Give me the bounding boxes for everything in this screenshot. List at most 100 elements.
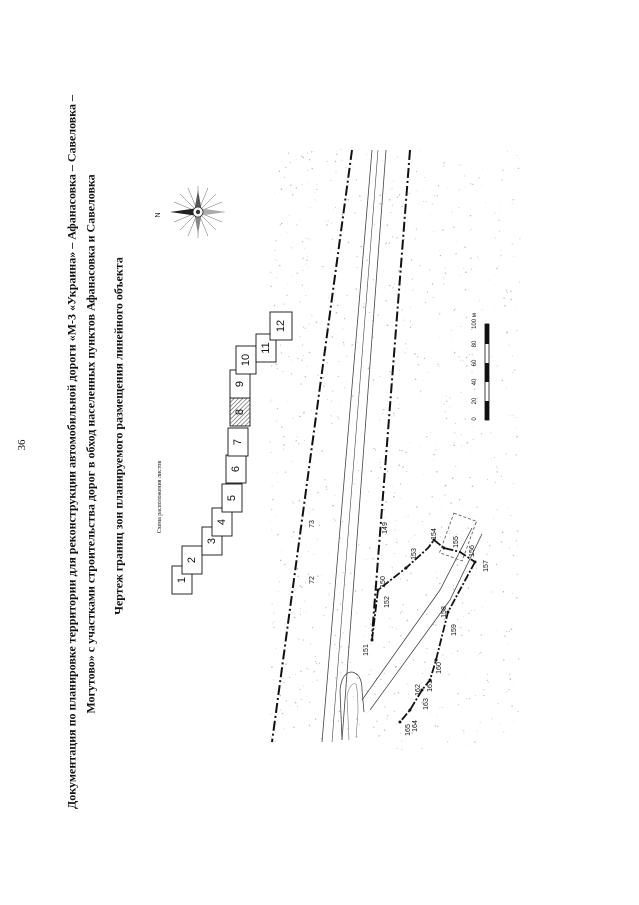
terrain-speck xyxy=(327,593,329,595)
terrain-speck xyxy=(396,397,399,399)
terrain-speck xyxy=(398,464,400,466)
terrain-speck xyxy=(309,159,311,161)
terrain-speck xyxy=(303,411,305,413)
terrain-speck xyxy=(315,660,317,663)
scale-bar xyxy=(484,323,490,421)
terrain-speck xyxy=(276,354,278,355)
terrain-speck xyxy=(342,632,344,634)
terrain-speck xyxy=(279,694,282,697)
terrain-speck xyxy=(295,187,298,189)
terrain-speck xyxy=(453,351,456,354)
terrain-speck xyxy=(458,356,460,358)
terrain-speck xyxy=(519,158,520,159)
terrain-speck xyxy=(312,681,314,683)
terrain-speck xyxy=(412,324,413,326)
terrain-speck xyxy=(458,189,460,191)
sheet-scheme xyxy=(171,311,293,595)
terrain-speck xyxy=(281,712,284,715)
terrain-speck xyxy=(359,195,361,198)
terrain-speck xyxy=(328,297,330,299)
terrain-speck xyxy=(444,272,447,275)
terrain-speck xyxy=(393,415,395,417)
terrain-speck xyxy=(391,566,393,568)
terrain-speck xyxy=(306,365,308,367)
terrain-speck xyxy=(303,248,305,250)
terrain-speck xyxy=(497,702,499,704)
terrain-speck xyxy=(278,170,281,173)
terrain-speck xyxy=(370,470,373,473)
terrain-speck xyxy=(416,506,418,508)
terrain-speck xyxy=(400,497,402,499)
terrain-speck xyxy=(450,329,452,331)
terrain-speck xyxy=(274,740,276,742)
terrain-speck xyxy=(328,552,330,554)
terrain-speck xyxy=(509,547,511,549)
terrain-speck xyxy=(471,328,473,330)
terrain-speck xyxy=(438,250,440,252)
label-point-153: 153 xyxy=(411,548,418,560)
terrain-speck xyxy=(270,736,272,738)
terrain-speck xyxy=(397,196,399,198)
terrain-speck xyxy=(501,179,503,181)
road-edge-left xyxy=(321,149,373,743)
terrain-speck xyxy=(356,342,358,344)
terrain-speck xyxy=(307,668,309,670)
terrain-speck xyxy=(270,714,272,715)
terrain-speck xyxy=(388,641,391,643)
terrain-speck xyxy=(327,220,329,222)
terrain-speck xyxy=(467,516,469,518)
terrain-speck xyxy=(439,637,441,639)
terrain-speck xyxy=(276,515,278,516)
terrain-speck xyxy=(338,361,340,363)
terrain-speck xyxy=(295,159,297,160)
terrain-speck xyxy=(275,648,277,650)
compass-rose-icon: N xyxy=(155,186,226,238)
terrain-speck xyxy=(318,524,321,527)
terrain-speck xyxy=(517,710,519,712)
label-point-152: 152 xyxy=(384,596,391,608)
terrain-speck xyxy=(308,266,309,268)
terrain-speck xyxy=(392,382,394,384)
terrain-speck xyxy=(437,363,439,366)
label-point-163: 163 xyxy=(423,698,430,710)
terrain-speck xyxy=(465,676,467,678)
terrain-speck xyxy=(333,518,335,520)
terrain-speck xyxy=(280,344,282,346)
terrain-speck xyxy=(505,289,507,291)
terrain-speck xyxy=(276,471,278,473)
terrain-speck xyxy=(512,199,514,201)
terrain-speck xyxy=(353,696,355,698)
terrain-speck xyxy=(460,360,462,362)
terrain-speck xyxy=(356,612,358,614)
terrain-speck xyxy=(302,639,305,641)
terrain-speck xyxy=(323,385,325,387)
terrain-speck xyxy=(302,685,304,687)
terrain-speck xyxy=(495,466,498,468)
terrain-speck xyxy=(426,613,428,615)
terrain-speck xyxy=(368,654,370,655)
terrain-speck xyxy=(427,180,428,181)
terrain-speck xyxy=(502,169,504,171)
terrain-speck xyxy=(444,411,446,413)
terrain-speck xyxy=(482,168,483,170)
terrain-speck xyxy=(465,316,468,319)
terrain-speck xyxy=(396,742,398,744)
terrain-speck xyxy=(482,607,484,609)
sheet-numbers: 1 2 3 4 5 6 7 8 9 10 11 12 xyxy=(176,320,287,583)
terrain-speck xyxy=(425,594,427,596)
terrain-speck xyxy=(498,219,500,221)
terrain-speck xyxy=(516,573,518,576)
terrain-speck xyxy=(486,542,488,543)
terrain-speck xyxy=(344,458,346,460)
terrain-speck xyxy=(414,353,416,355)
terrain-speck xyxy=(401,748,403,751)
terrain-speck xyxy=(310,207,312,208)
terrain-speck xyxy=(326,488,328,490)
terrain-speck xyxy=(386,414,388,415)
terrain-speck xyxy=(495,237,497,239)
terrain-speck xyxy=(295,440,297,442)
terrain-speck xyxy=(504,305,506,307)
terrain-speck xyxy=(294,701,297,704)
terrain-speck xyxy=(343,273,345,274)
